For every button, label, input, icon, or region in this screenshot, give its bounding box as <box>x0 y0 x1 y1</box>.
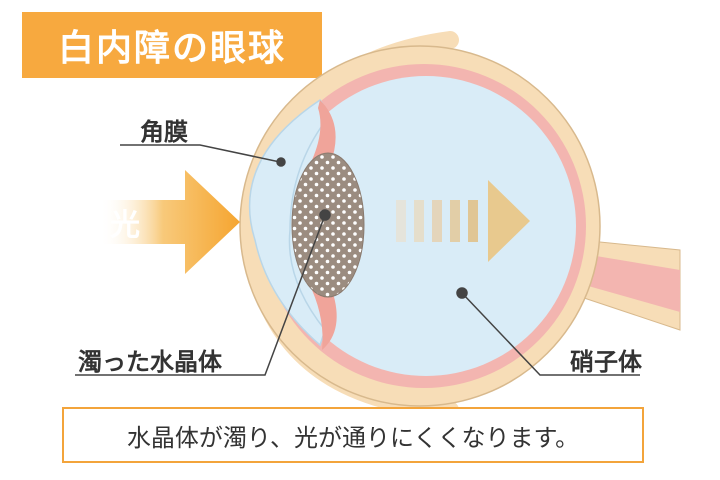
light-label: 光 <box>110 208 140 243</box>
cornea-label: 角膜 <box>140 118 188 146</box>
iris-lower <box>312 287 337 350</box>
page-title: 白内障の眼球 <box>57 28 286 69</box>
cloudy-lens <box>291 152 365 298</box>
cloudy-lens-label: 濁った水晶体 <box>78 348 222 376</box>
cornea <box>248 98 331 347</box>
caption-box: 水晶体が濁り、光が通りにくくなります。 <box>62 407 644 463</box>
vitreous-body <box>276 76 576 376</box>
fading-arrow <box>396 180 530 262</box>
iris-upper <box>312 100 336 167</box>
title-box: 白内障の眼球 <box>22 12 322 78</box>
vitreous-label: 硝子体 <box>570 348 642 376</box>
light-arrow <box>100 170 240 274</box>
caption-text: 水晶体が濁り、光が通りにくくなります。 <box>126 423 580 452</box>
leader-lines <box>75 144 640 376</box>
title-background <box>22 12 322 78</box>
